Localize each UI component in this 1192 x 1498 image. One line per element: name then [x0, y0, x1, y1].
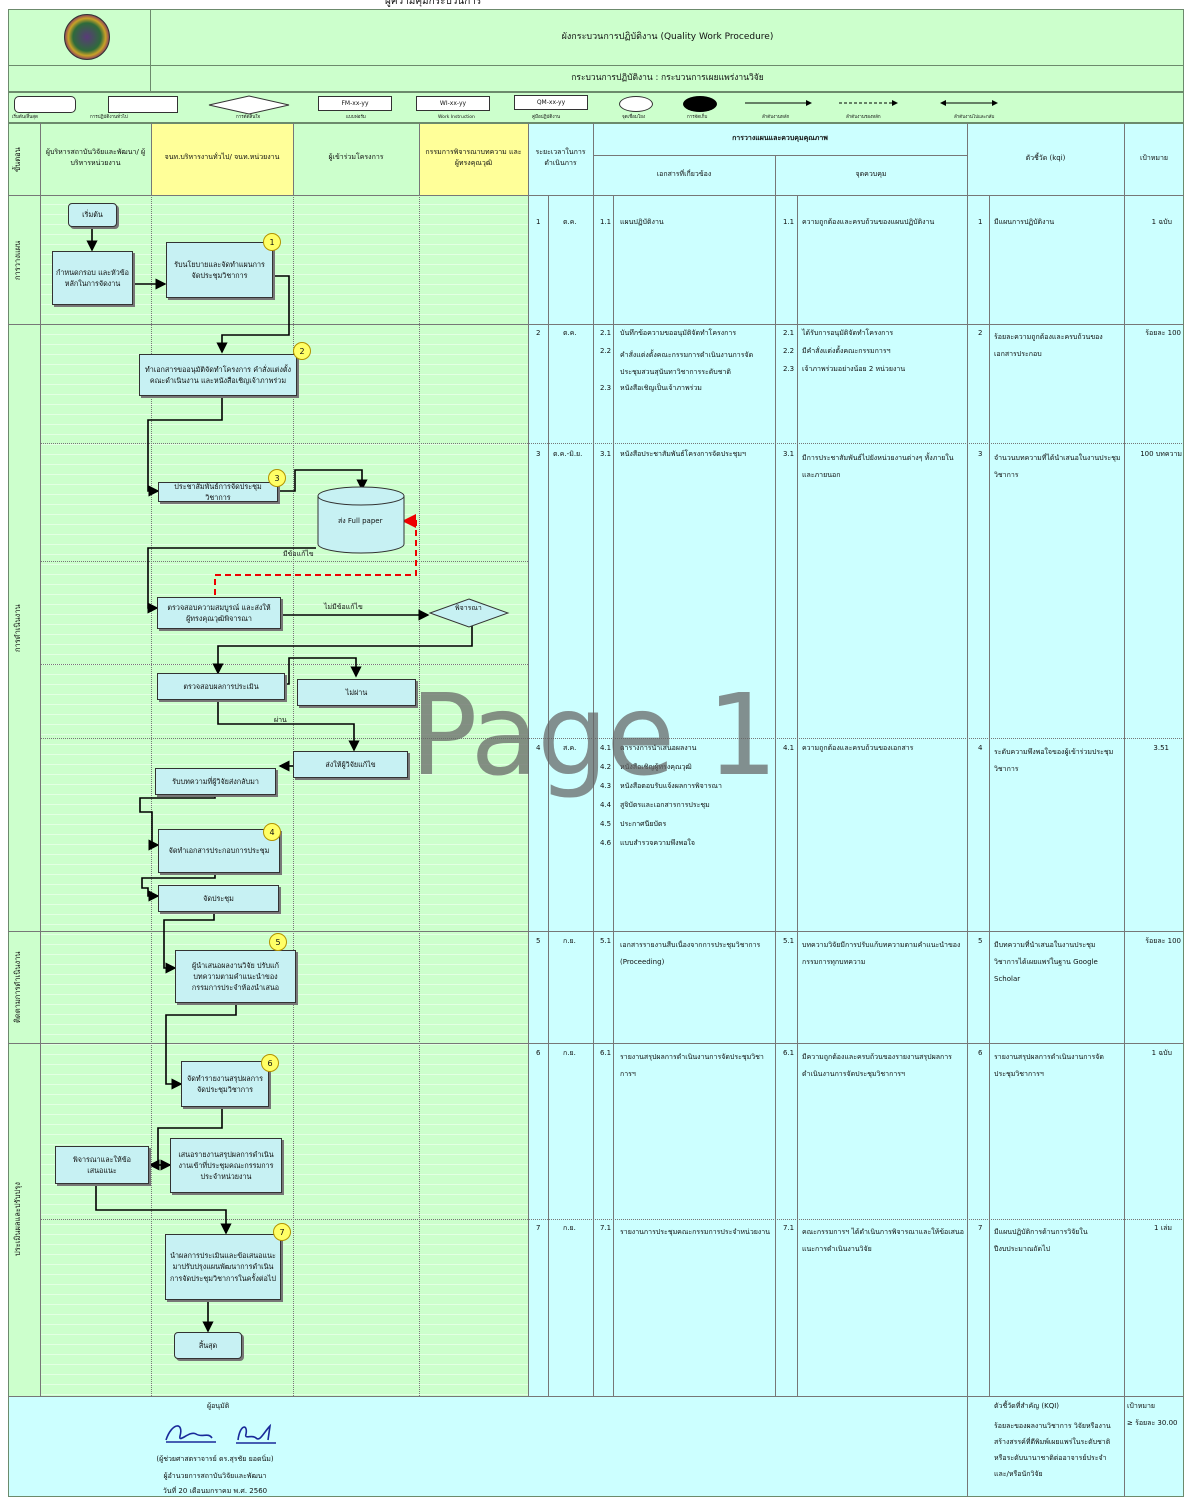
- flow-prepare-documents: ทำเอกสารขออนุมัติจัดทำโครงการ คำสั่งแต่ง…: [139, 354, 297, 396]
- flow-consider-decision: [428, 598, 510, 628]
- step-badge-5: 5: [269, 933, 287, 951]
- top-cut-text: ผู้ความคุมกระบวนการ: [385, 0, 482, 7]
- flow-define-framework: กำหนดกรอบ และหัวข้อหลักในการจัดงาน: [52, 251, 133, 305]
- step-badge-4: 4: [263, 823, 281, 841]
- label-pass: ผ่าน: [274, 716, 287, 724]
- header-col-executive: ผู้บริหารสถาบันวิจัยและพัฒนา/ ผู้บริหารห…: [45, 147, 146, 167]
- header-target: เป้าหมาย: [1139, 154, 1169, 163]
- page-watermark: Page 1: [410, 671, 778, 801]
- approver-label: ผู้อนุมัติ: [207, 1402, 230, 1410]
- footer-target-value: ≥ ร้อยละ 30.00: [1127, 1419, 1178, 1427]
- approver-name: (ผู้ช่วยศาสตราจารย์ ดร.สุรชัย ยอดนิ่ม): [156, 1455, 274, 1464]
- header-control: จุดควบคุม: [855, 170, 887, 179]
- header-block: [8, 9, 1184, 92]
- flow-hold-conference: จัดประชุม: [158, 885, 279, 912]
- kqi-label: ตัวชี้วัดที่สำคัญ (KQI): [994, 1402, 1060, 1410]
- flow-check-results: ตรวจสอบผลการประเมิน: [157, 673, 285, 700]
- approval-date: วันที่ 20 เดือนมกราคม พ.ศ. 2560: [162, 1487, 268, 1496]
- header-col-participants: ผู้เข้าร่วมโครงการ: [328, 153, 384, 162]
- flow-end: สิ้นสุด: [174, 1332, 242, 1359]
- flow-consider-and-suggest: พิจารณาและให้ข้อเสนอแนะ: [55, 1146, 149, 1184]
- legend-storage-shape: [683, 96, 717, 112]
- legend-terminator-shape: [14, 96, 76, 113]
- flow-presenters-revise: ผู้นำเสนอผลงานวิจัย ปรับแก้บทความตามคำแน…: [175, 950, 296, 1003]
- step-badge-3: 3: [268, 469, 286, 487]
- flow-start: เริ่มต้น: [68, 203, 117, 227]
- flow-prepare-summary-report: จัดทำรายงานสรุปผลการจัดประชุมวิชาการ: [181, 1061, 269, 1107]
- flow-fail: ไม่ผ่าน: [297, 679, 416, 706]
- footer-target-label: เป้าหมาย: [1127, 1402, 1156, 1410]
- flow-present-summary-report: เสนอรายงานสรุปผลการดำเนินงานเข้าที่ประชุ…: [170, 1138, 282, 1193]
- flow-check-completeness: ตรวจสอบความสมบูรณ์ และส่งให้ผู้ทรงคุณวุฒ…: [157, 597, 281, 629]
- header-qc: การวางแผนและควบคุมคุณภาพ: [732, 134, 828, 143]
- step-badge-1: 1: [263, 233, 281, 251]
- step-badge-6: 6: [261, 1054, 279, 1072]
- flow-send-back-to-researcher: ส่งให้ผู้วิจัยแก้ไข: [293, 751, 408, 778]
- step-badge-7: 7: [273, 1223, 291, 1241]
- flow-receive-policy: รับนโยบายและจัดทำแผนการจัดประชุมวิชาการ: [166, 242, 273, 298]
- header-time: ระยะเวลาในการดำเนินการ: [535, 147, 586, 167]
- legend-form-shape: FM-xx-yy: [318, 96, 392, 111]
- page-title: ผังกระบวนการปฏิบัติงาน (Quality Work Pro…: [561, 31, 774, 42]
- full-paper-label: ส่ง Full paper: [338, 517, 383, 525]
- approver-signature: [165, 1423, 276, 1444]
- flow-improve-plan: นำผลการประเมินและข้อเสนอแนะมาปรับปรุงแผน…: [165, 1234, 281, 1300]
- university-seal-logo: [64, 14, 110, 60]
- header-col-staff: จนท.บริหารงานทั่วไป/ จนท.หน่วยงาน: [164, 153, 280, 162]
- legend-process-shape: [108, 96, 178, 113]
- step-badge-2: 2: [293, 342, 311, 360]
- header-kqi: ตัวชี้วัด (kqi): [1025, 154, 1066, 163]
- flow-receive-revised-paper: รับบทความที่ผู้วิจัยส่งกลับมา: [155, 768, 276, 795]
- kqi-text: ร้อยละของผลงานวิชาการ วิจัยหรืองานสร้างส…: [994, 1422, 1111, 1479]
- label-no-fix: ไม่มีข้อแก้ไข: [324, 603, 363, 611]
- flow-full-paper-storage: [317, 486, 405, 554]
- legend-decision-shape: [208, 95, 290, 115]
- label-has-fix: มีข้อแก้ไข: [283, 550, 314, 558]
- approver-position: ผู้อำนวยการสถาบันวิจัยและพัฒนา: [163, 1472, 267, 1481]
- legend-arrows: [745, 100, 998, 106]
- header-docs: เอกสารที่เกี่ยวข้อง: [656, 170, 712, 179]
- legend-connector-shape: [619, 96, 653, 112]
- legend-qm-shape: QM-xx-yy: [514, 95, 588, 110]
- process-title: กระบวนการปฏิบัติงาน : กระบวนการเผยแพร่งา…: [571, 72, 764, 83]
- flow-publicize: ประชาสัมพันธ์การจัดประชุมวิชาการ: [158, 482, 278, 502]
- flow-prepare-conference-docs: จัดทำเอกสารประกอบการประชุม: [158, 829, 280, 873]
- legend-bar: [8, 92, 1184, 123]
- header-col-reviewers: กรรมการพิจารณาบทความ และผู้ทรงคุณวุฒิ: [425, 147, 522, 167]
- legend-wi-shape: WI-xx-yy: [416, 96, 490, 111]
